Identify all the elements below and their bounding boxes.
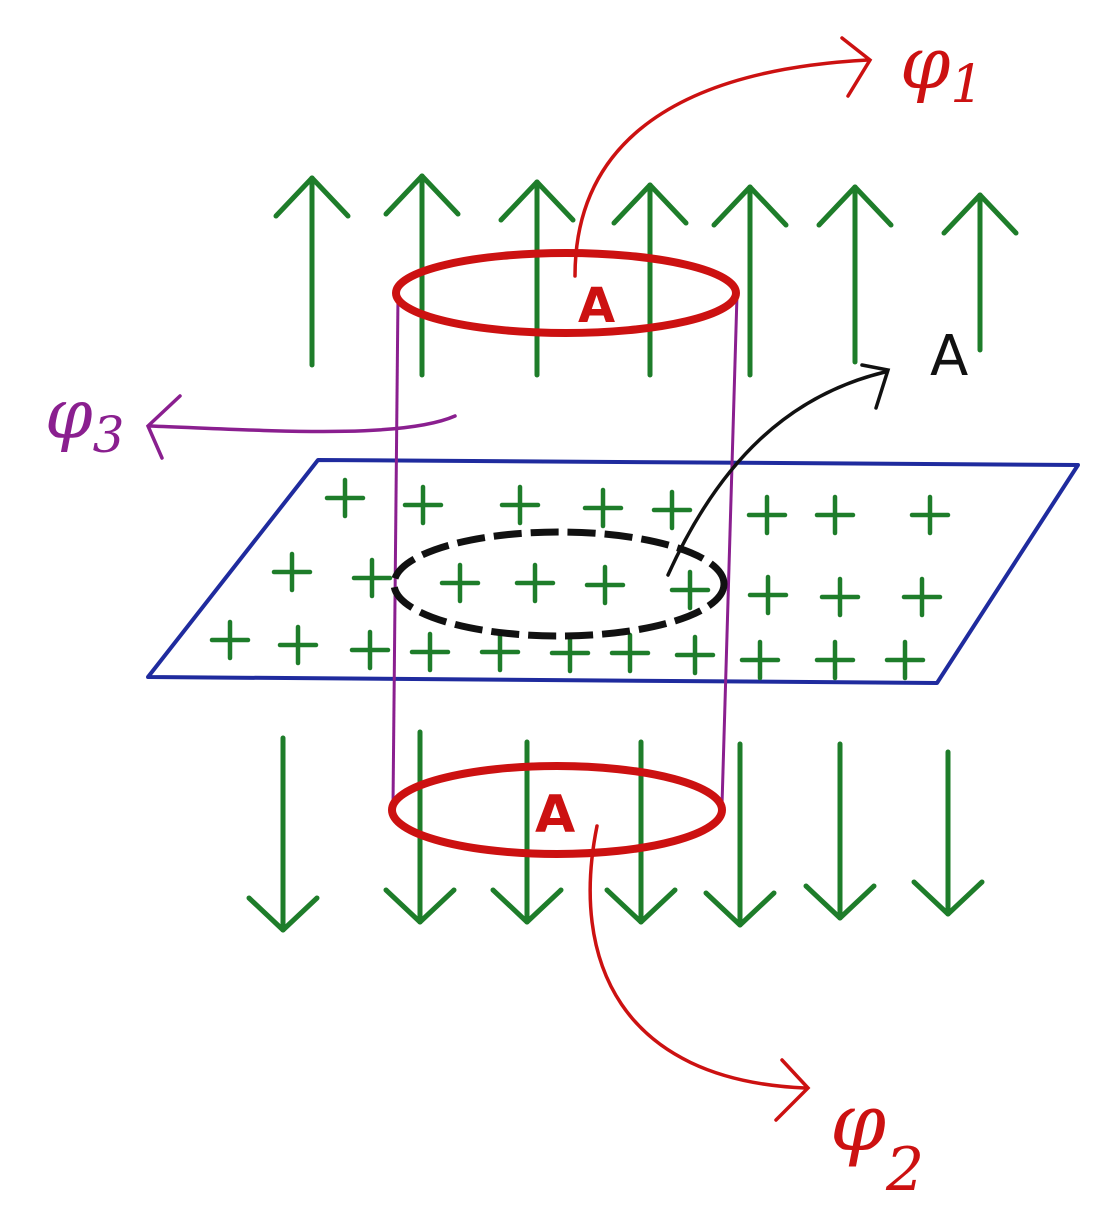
plus-icon bbox=[609, 632, 651, 674]
field-arrows-up bbox=[273, 173, 1019, 378]
plus-icon bbox=[439, 562, 481, 604]
plus-icon bbox=[479, 631, 521, 673]
plus-icon bbox=[819, 576, 861, 618]
plus-icon bbox=[669, 569, 711, 611]
arrow-down-icon bbox=[246, 735, 320, 933]
plus-icon bbox=[349, 629, 391, 671]
curved-arrow-icon bbox=[588, 824, 811, 1122]
cylinder-top-cap bbox=[392, 249, 740, 337]
arrow-up-icon bbox=[941, 192, 1019, 353]
plus-icon bbox=[909, 494, 951, 536]
plus-icon bbox=[584, 564, 626, 606]
plus-icon bbox=[499, 484, 541, 526]
area-plane-label: A bbox=[930, 324, 968, 389]
curved-arrow-icon bbox=[573, 36, 873, 278]
plus-icon bbox=[549, 632, 591, 674]
field-arrows-down bbox=[246, 729, 985, 933]
plus-icon bbox=[901, 576, 943, 618]
plus-icon bbox=[814, 639, 856, 681]
plane-enclosed-area bbox=[390, 528, 728, 640]
flux-bottom-label: φ2 bbox=[830, 1076, 924, 1205]
arrow-up-icon bbox=[816, 184, 894, 365]
plus-icon bbox=[402, 484, 444, 526]
plus-icon bbox=[884, 639, 926, 681]
plus-icon bbox=[651, 489, 693, 531]
charged-plane bbox=[146, 458, 1080, 685]
plus-icon bbox=[271, 551, 313, 593]
area-bottom-label: A bbox=[535, 785, 575, 845]
plus-icon bbox=[746, 494, 788, 536]
plus-icon bbox=[351, 557, 393, 599]
arrow-down-icon bbox=[383, 729, 457, 925]
plus-icon bbox=[739, 639, 781, 681]
plus-icon bbox=[674, 634, 716, 676]
arrow-down-icon bbox=[803, 741, 877, 921]
arrow-up-icon bbox=[711, 184, 789, 378]
flux-top-label: φ1 bbox=[900, 21, 984, 115]
area-top-label: A bbox=[578, 278, 615, 334]
arrow-down-icon bbox=[703, 741, 777, 928]
plus-icon bbox=[409, 631, 451, 673]
cylinder-bottom-cap bbox=[388, 762, 726, 858]
plus-icon bbox=[277, 624, 319, 666]
curved-arrow-icon bbox=[145, 394, 457, 460]
cylinder-walls bbox=[391, 294, 739, 806]
plus-icon bbox=[582, 487, 624, 529]
arrow-up-icon bbox=[498, 179, 576, 378]
positive-charges bbox=[209, 477, 951, 681]
plus-icon bbox=[514, 562, 556, 604]
arrow-down-icon bbox=[490, 739, 564, 925]
plus-icon bbox=[814, 494, 856, 536]
plus-icon bbox=[747, 574, 789, 616]
curved-arrow-icon bbox=[666, 363, 891, 577]
plus-icon bbox=[324, 477, 366, 519]
plus-icon bbox=[209, 619, 251, 661]
flux-side-label: φ3 bbox=[45, 376, 124, 464]
arrow-up-icon bbox=[611, 182, 689, 378]
arrow-down-icon bbox=[911, 749, 985, 917]
arrow-up-icon bbox=[273, 175, 351, 368]
